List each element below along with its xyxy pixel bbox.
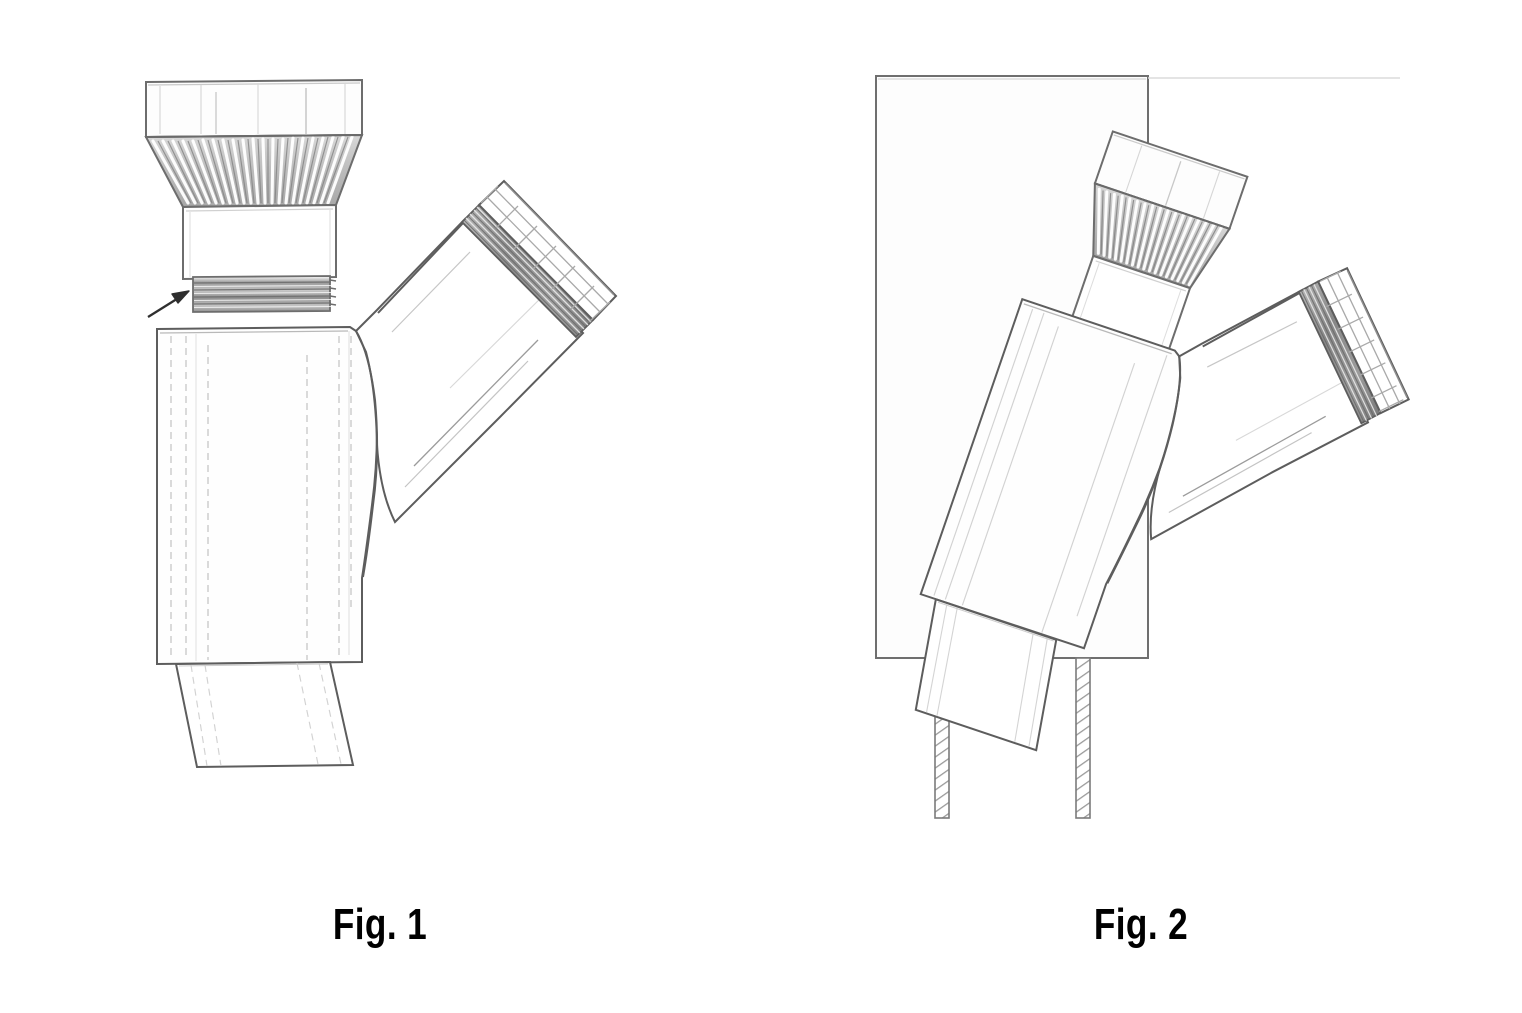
- vent-cap: [144, 78, 364, 281]
- lower-stack-pipe: [914, 598, 1058, 752]
- threaded-spigot: [192, 275, 337, 313]
- branch-cleanout-cap: [1297, 266, 1411, 425]
- branch-cleanout-cap: [460, 179, 618, 339]
- figure-1-caption: Fig. 1: [332, 900, 428, 949]
- figure-2-caption: Fig. 2: [1093, 900, 1189, 949]
- figure-2: Fig. 2: [760, 0, 1522, 1013]
- vent-cap-knurled-skirt: [144, 133, 364, 209]
- vent-cap-top-band: [145, 78, 363, 139]
- figure-1: Fig. 1: [0, 0, 760, 1013]
- branch-arm: [1106, 288, 1370, 584]
- leader-arrow-icon: [147, 290, 190, 318]
- figure-1-drawing: [144, 78, 618, 769]
- lower-stack-pipe: [174, 660, 355, 769]
- y-fitting-body: [156, 325, 378, 666]
- hatched-pipe-wall-right: [1075, 657, 1091, 819]
- figure-2-drawing: [875, 75, 1411, 819]
- vent-cap-collar: [182, 203, 337, 281]
- hidden-line-group: [170, 336, 352, 660]
- fitting-assembly: [914, 130, 1411, 752]
- branch-arm: [354, 217, 585, 578]
